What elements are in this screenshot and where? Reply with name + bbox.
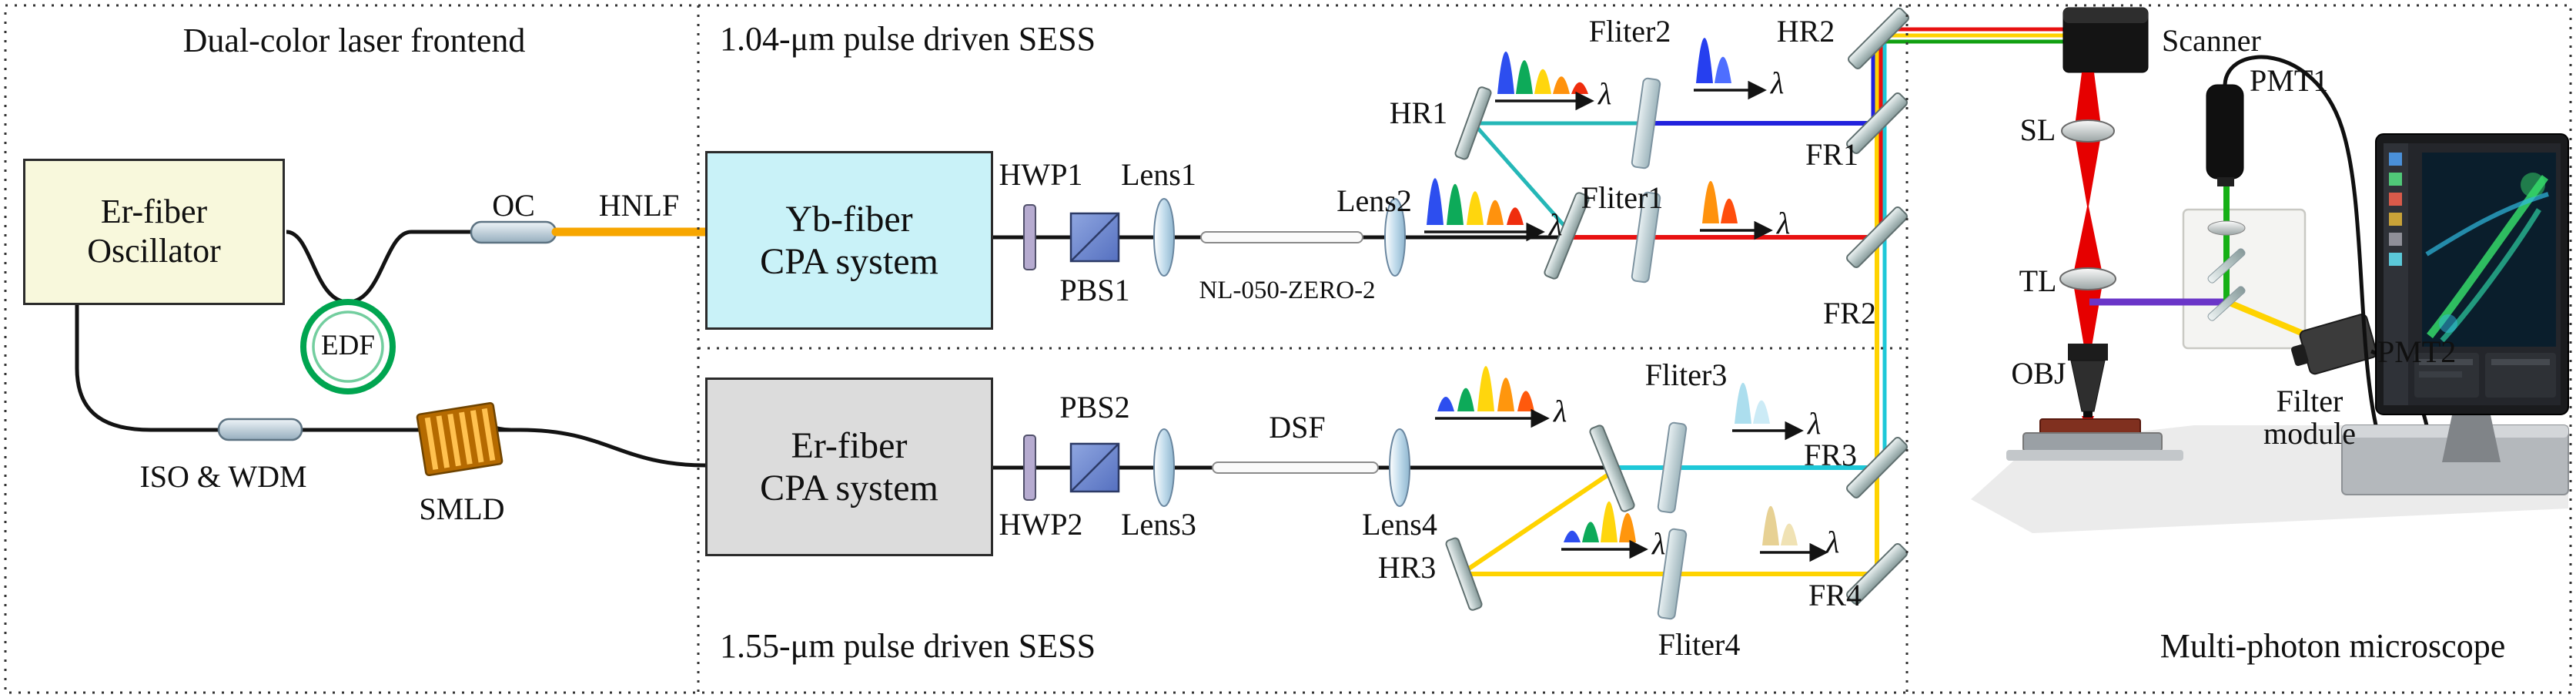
yb-cpa-box: Yb-fiber CPA system [705,151,993,330]
panel-title-sess1550: 1.55-μm pulse driven SESS [720,627,1096,665]
filter-module-label: Filter module [2263,384,2356,451]
smld-label: SMLD [419,492,505,526]
lambda-label: λ [1549,207,1563,242]
panel-title-frontend: Dual-color laser frontend [182,22,526,59]
panel-title-microscope: Multi-photon microscope [2159,627,2506,665]
lens1-element [1153,198,1175,277]
edf-coil [300,299,396,394]
excitation-beam-cone [2073,72,2103,431]
lens2-label: Lens2 [1337,183,1412,218]
hwp1-label: HWP1 [999,157,1083,192]
monitor [2375,133,2569,415]
fr4-mirror [1846,543,1908,605]
fr4-label: FR4 [1808,578,1862,612]
lambda-label: λ [1598,76,1612,111]
fr2-label: FR2 [1823,296,1876,331]
lambda-label: λ [1826,525,1840,559]
fr2-mirror [1846,206,1908,268]
fliter4-element [1657,528,1688,620]
spectra-layer [1424,38,1828,562]
fr1-label: FR1 [1805,137,1858,172]
fr3-label: FR3 [1804,438,1857,472]
tl-label: TL [2019,263,2057,298]
pmt2-detector [2290,314,2377,375]
scan-lens [2061,119,2115,143]
fr3-mirror [1846,437,1908,498]
er-fiber-oscillator-box: Er-fiber Oscillator [23,159,285,305]
lens4-label: Lens4 [1362,507,1437,542]
hr2-mirror [1848,8,1909,69]
module-dichroic-2 [2207,286,2246,321]
panel-title-sess1040: 1.04-μm pulse driven SESS [720,20,1096,58]
lens1-label: Lens1 [1121,157,1196,192]
yb-cpa-label: Yb-fiber CPA system [760,198,938,282]
smld-diode [416,401,503,477]
lens4-element [1389,428,1410,507]
oc-coupler [470,220,557,244]
hr3-label: HR3 [1377,550,1437,585]
hr1-label: HR1 [1389,96,1448,130]
fr1-mirror [1846,92,1908,154]
sample-stage [2022,432,2163,452]
scanner-label: Scanner [2162,23,2261,58]
module-lens [2207,220,2246,236]
fliter4-label: Fliter4 [1658,627,1741,662]
hwp2-label: HWP2 [999,507,1083,542]
lambda-label: λ [1777,206,1791,240]
scanner-box [2062,7,2149,73]
nl-fiber-label: NL-050-ZERO-2 [1199,277,1376,304]
stage-base [2006,450,2183,461]
hwp1-waveplate [1023,204,1036,270]
objective [2068,344,2108,418]
hr2-label: HR2 [1776,14,1835,49]
fliter2-label: Fliter2 [1588,14,1671,49]
lens3-element [1153,428,1175,507]
iso-wdm-label: ISO & WDM [139,459,307,494]
pmt2-label: PMT2 [2377,334,2457,369]
pbs2-label: PBS2 [1059,390,1130,425]
dichroic-mirror-2 [1589,425,1635,512]
lens2-element [1384,198,1406,277]
lens3-label: Lens3 [1121,507,1196,542]
lambda-label: λ [1554,394,1567,428]
sl-label: SL [2019,112,2056,147]
pmt1-label: PMT1 [2250,63,2329,98]
hnlf-label: HNLF [598,188,680,223]
monitor-stand [2442,411,2501,462]
tube-lens [2059,267,2116,290]
fliter3-element [1657,421,1688,514]
dsf-fiber-rod [1212,461,1379,474]
lambda-label: λ [1652,526,1666,561]
fliter1-label: Fliter1 [1581,180,1664,215]
module-dichroic-1 [2207,248,2246,284]
fliter2-element [1631,77,1661,169]
edf-label: EDF [321,330,375,361]
hr3-mirror [1445,537,1483,611]
oc-label: OC [492,188,535,223]
emission-beam-yellow [2228,300,2307,337]
iso-wdm-component [217,418,303,441]
lambda-label: λ [1771,65,1785,100]
nl-fiber-rod [1200,231,1363,243]
pbs1-cube [1069,212,1120,263]
pbs1-label: PBS1 [1059,273,1130,307]
oscillator-label: Er-fiber Oscillator [87,193,221,270]
hwp2-waveplate [1023,435,1036,501]
panel-borders [4,4,2572,694]
fliter3-label: Fliter3 [1644,357,1728,392]
er-cpa-label: Er-fiber CPA system [760,425,938,508]
fliter1-element [1631,191,1661,284]
er-cpa-box: Er-fiber CPA system [705,378,993,556]
dsf-label: DSF [1269,410,1326,445]
pmt1-cable [2223,55,2378,426]
pmt1-detector [2206,84,2244,186]
lambda-label: λ [1808,406,1822,441]
pbs2-cube [1069,442,1120,493]
hr1-mirror [1454,86,1492,160]
obj-label: OBJ [2011,356,2066,391]
dichroic-mirror-1 [1544,192,1590,280]
